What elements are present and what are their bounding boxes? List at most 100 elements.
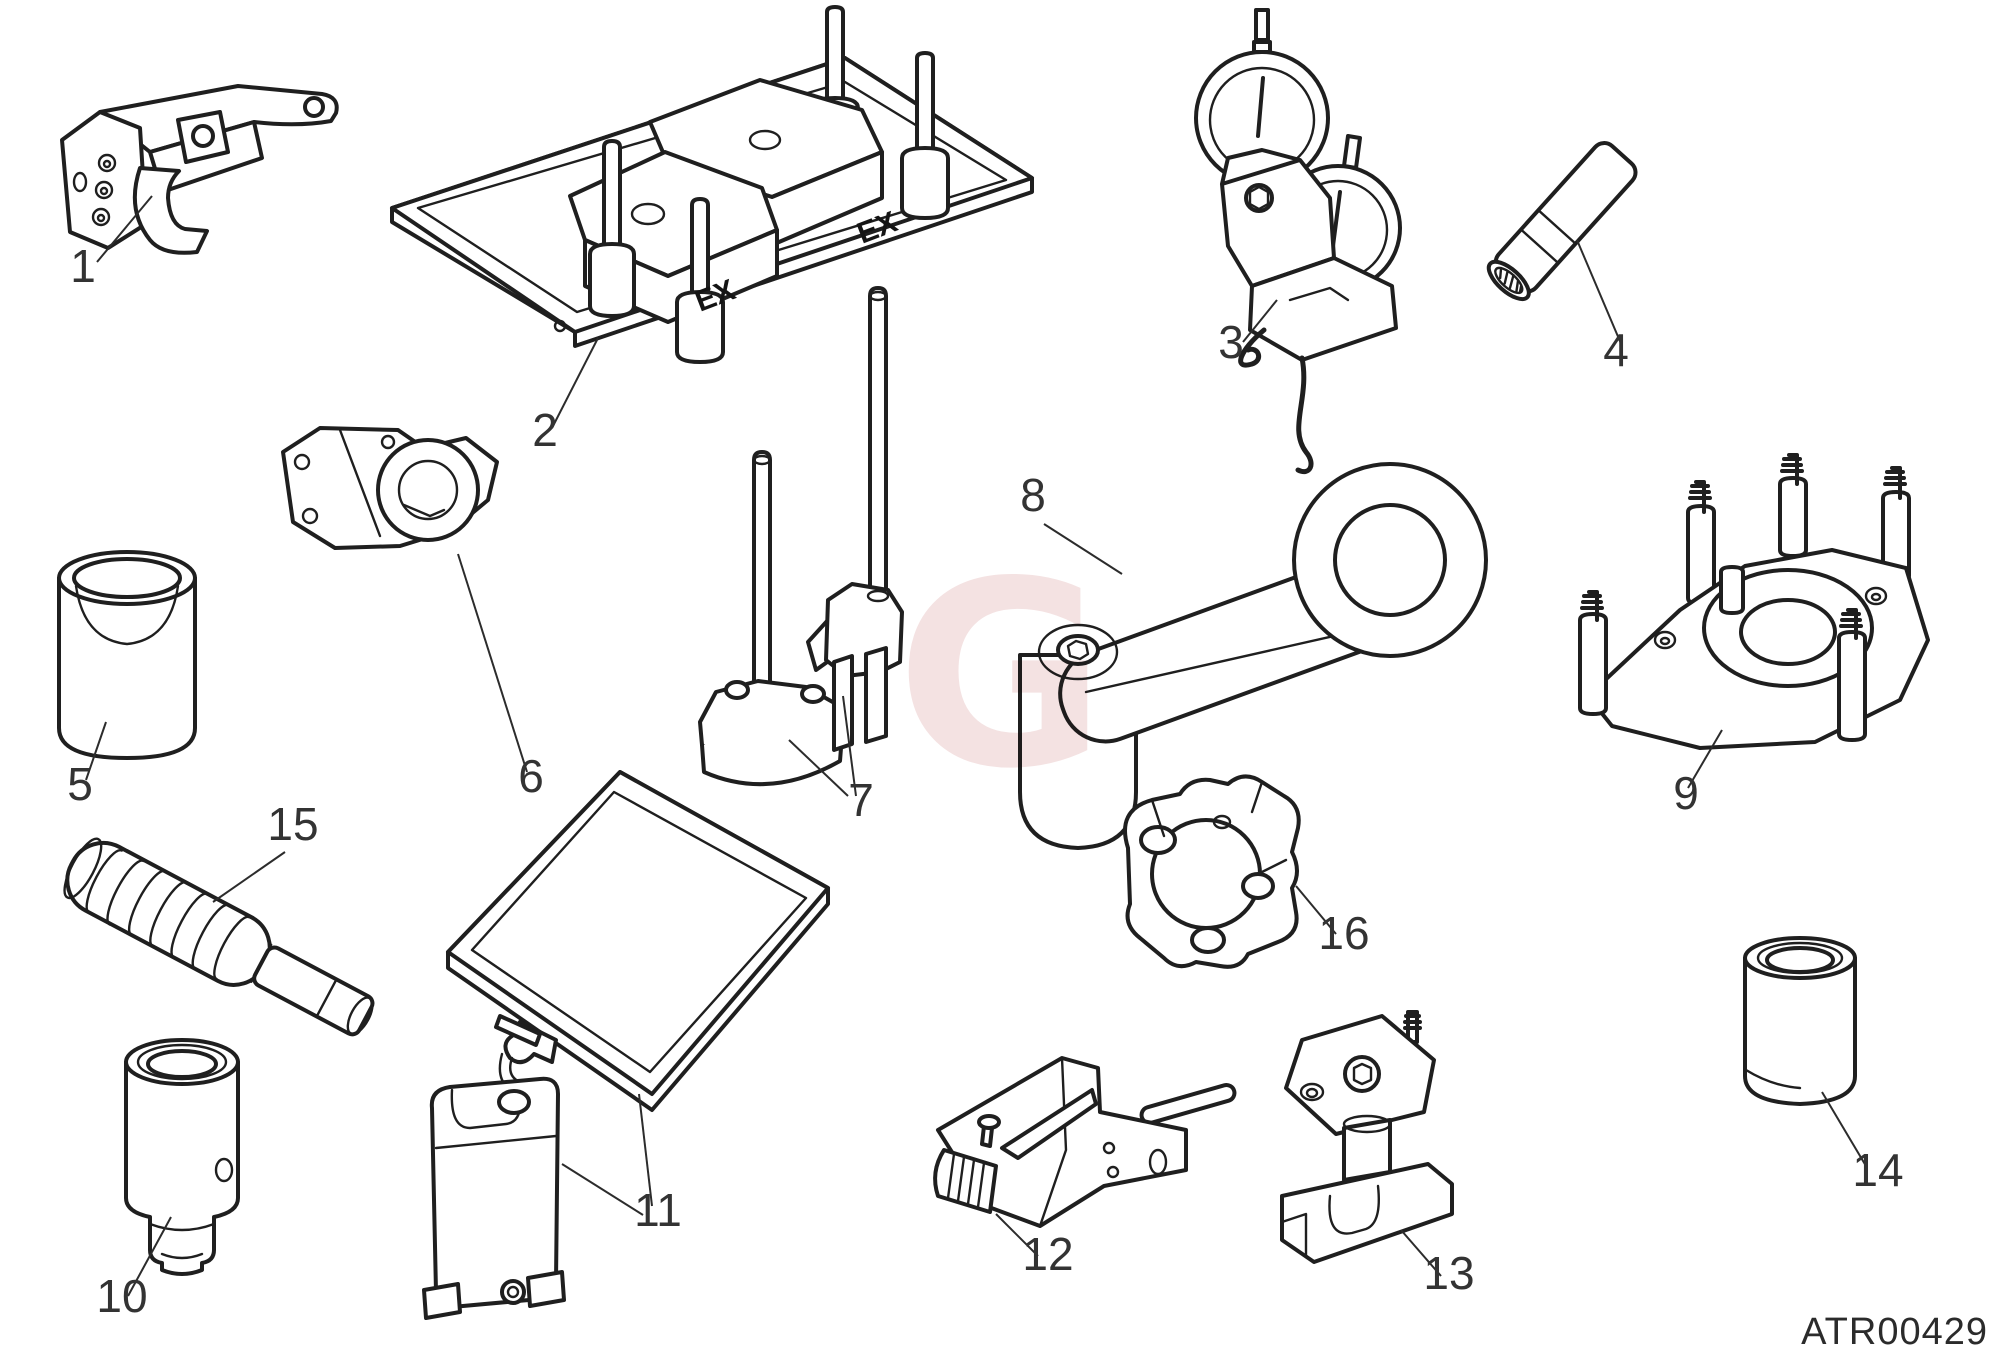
leader-7b xyxy=(842,695,857,797)
part-14-base-line xyxy=(1744,1068,1802,1090)
part-11-canister-cap xyxy=(497,1089,531,1115)
part-1-hook xyxy=(132,166,209,255)
part-2-pin3 xyxy=(825,5,845,108)
part-7-fork-prong2 xyxy=(864,646,888,744)
part-10-adapter-bushing xyxy=(124,1038,240,1276)
part-5-body xyxy=(57,576,197,760)
part-1-left-hole xyxy=(72,171,88,193)
part-1-bolt-circles xyxy=(91,153,117,227)
leader-8 xyxy=(1043,523,1123,575)
part-13-cylinder-top xyxy=(1342,1114,1392,1134)
part-16-hole1 xyxy=(1139,825,1177,855)
part-5-inner-depth xyxy=(74,584,180,646)
part-2-pin1 xyxy=(602,139,622,253)
leader-15 xyxy=(212,851,286,903)
leader-5 xyxy=(85,721,107,781)
callout-8: 8 xyxy=(1020,469,1046,521)
callout-1: 1 xyxy=(70,240,96,292)
part-2-pin2-base xyxy=(675,290,725,364)
part-2-camshaft-support-tray xyxy=(390,5,1034,364)
leader-1 xyxy=(96,195,153,263)
part-11-knob-center xyxy=(506,1285,520,1299)
part-7-knob-notch1 xyxy=(724,680,750,700)
part-7-pin-a xyxy=(752,450,772,694)
callout-numbers: 1 2 3 4 5 6 7 8 9 10 11 12 13 14 15 16 xyxy=(67,240,1903,1322)
part-3-dial-gauge-assembly xyxy=(1194,8,1402,474)
part-4-spline-teeth xyxy=(1498,266,1523,294)
brand-watermark-letter: G xyxy=(896,527,1106,825)
leader-14 xyxy=(1821,1091,1867,1167)
callout-5: 5 xyxy=(67,758,93,810)
part-16-top-hole xyxy=(1212,814,1232,830)
callout-3: 3 xyxy=(1218,316,1244,368)
part-13-boss-hex xyxy=(1352,1062,1373,1086)
part-12-knurl-fitting xyxy=(933,1148,998,1214)
part-5-inner xyxy=(72,557,182,599)
part-11-knob xyxy=(500,1279,526,1305)
part-16-hole2 xyxy=(1241,872,1275,900)
part-6-pulley xyxy=(376,438,480,542)
part-12-holes xyxy=(1102,1141,1168,1179)
part-4-bands xyxy=(1519,208,1577,265)
leader-11a xyxy=(638,1093,653,1207)
part-2-pin4-base xyxy=(900,146,950,220)
part-13-stud xyxy=(1403,1010,1422,1044)
part-1-pad-hole xyxy=(191,124,215,148)
part-2-pin4 xyxy=(915,51,935,158)
part-6-plate-edge xyxy=(338,428,382,538)
part-10-bore2 xyxy=(146,1049,218,1079)
part-4-open-end xyxy=(1486,259,1531,302)
leader-lines xyxy=(85,195,1867,1297)
part-6-pulley-slot xyxy=(402,503,446,518)
part-9-post3 xyxy=(1778,453,1808,558)
part-11-canister xyxy=(429,1076,560,1310)
leader-6 xyxy=(457,553,528,773)
leader-13 xyxy=(1400,1229,1442,1277)
part-13-oval-hole xyxy=(1299,1082,1325,1102)
leader-16 xyxy=(1295,885,1337,935)
part-3-side-wire xyxy=(1238,327,1267,368)
part-3-hex-facets xyxy=(1248,185,1270,211)
part-3-dial1-needle xyxy=(1256,76,1265,138)
part-9-post2 xyxy=(1686,480,1716,606)
part-2-tray-inner-rim xyxy=(416,80,1008,314)
callout-14: 14 xyxy=(1852,1144,1903,1196)
part-8-holding-arm xyxy=(1018,462,1488,850)
part-8-pivot-hex xyxy=(1066,639,1090,661)
leader-2 xyxy=(551,337,599,429)
callout-9: 9 xyxy=(1673,767,1699,819)
part-15-grip xyxy=(65,840,272,987)
part-3-stem1 xyxy=(1252,8,1272,54)
part-7-pin-b xyxy=(868,286,888,602)
part-12-fitting-knob-top xyxy=(977,1114,1001,1130)
part-13-boss xyxy=(1343,1055,1381,1093)
part-12-knurl-lines xyxy=(946,1152,986,1209)
part-3-clamp-notch xyxy=(1288,286,1350,302)
part-6-hole3 xyxy=(380,434,396,450)
part-9-center-bore xyxy=(1739,598,1837,666)
part-12-bracket xyxy=(936,1056,1188,1228)
leader-12 xyxy=(995,1213,1039,1257)
part-2-pin1-base xyxy=(588,242,636,318)
part-8-boss-ring xyxy=(1037,623,1119,681)
leader-3 xyxy=(1242,299,1278,343)
part-11-plate-and-canister xyxy=(422,770,830,1320)
part-2-pin2 xyxy=(690,197,710,302)
part-7-pin-b-top xyxy=(868,290,888,302)
part-12-l-bracket-holder xyxy=(933,1056,1237,1228)
callout-13: 13 xyxy=(1423,1247,1474,1299)
part-9-post6 xyxy=(1719,565,1745,615)
leader-11b xyxy=(561,1163,644,1216)
part-13-base-endcap xyxy=(1280,1212,1316,1264)
part-14-body xyxy=(1743,956,1857,1106)
part-7-locking-pins xyxy=(698,286,904,787)
callout-4: 4 xyxy=(1603,324,1629,376)
part-9-post5 xyxy=(1837,608,1867,742)
callout-16: 16 xyxy=(1318,907,1369,959)
drawing-code: ATR00429 xyxy=(1801,1311,1988,1348)
part-2-block-a-hole xyxy=(630,202,666,226)
part-3-clamp-lower xyxy=(1248,256,1398,362)
part-8-ring-bore xyxy=(1333,503,1447,617)
part-3-pointer-rod xyxy=(1295,355,1314,474)
